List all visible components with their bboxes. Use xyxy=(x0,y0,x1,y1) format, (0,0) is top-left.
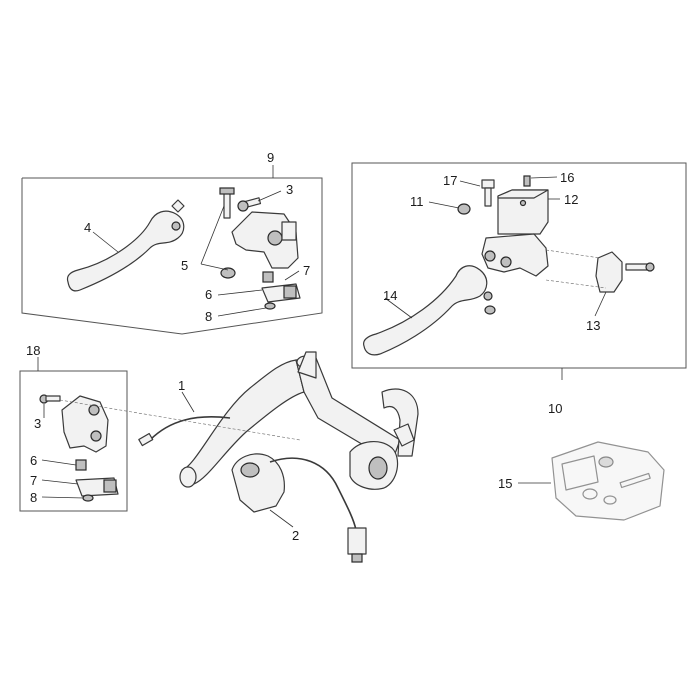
callout-2: 2 xyxy=(292,528,299,543)
callout-13: 13 xyxy=(586,318,600,333)
callout-10: 10 xyxy=(548,401,562,416)
callout-7b: 7 xyxy=(30,473,37,488)
switch-part-7a xyxy=(261,283,301,303)
switch-part-7b xyxy=(75,477,119,497)
detail-assembly-part-15 xyxy=(551,441,665,521)
callout-17: 17 xyxy=(443,173,457,188)
callout-6b: 6 xyxy=(30,453,37,468)
master-cylinder-part-12 xyxy=(481,189,549,277)
spring-part-6a xyxy=(262,271,274,283)
assembly-box-18 xyxy=(19,370,128,512)
brake-lever-part-14 xyxy=(363,265,496,356)
assembly-box-9 xyxy=(21,177,323,335)
screw-part-8a xyxy=(264,302,276,310)
callout-11: 11 xyxy=(410,194,424,209)
callout-7: 7 xyxy=(303,263,310,278)
callout-1: 1 xyxy=(178,378,185,393)
callout-3b: 3 xyxy=(34,416,41,431)
assembly-box-10 xyxy=(351,162,687,369)
switch-bracket xyxy=(61,395,109,453)
leader-lines xyxy=(37,165,607,528)
callout-15: 15 xyxy=(498,476,512,491)
switch-housing-part-2 xyxy=(231,453,285,513)
cable-part-1 xyxy=(138,416,367,563)
callout-8: 8 xyxy=(205,309,212,324)
screw-part-16 xyxy=(523,175,531,187)
callout-16: 16 xyxy=(560,170,574,185)
callout-3: 3 xyxy=(286,182,293,197)
bolt-part-3a xyxy=(237,197,262,212)
callout-6: 6 xyxy=(205,287,212,302)
pivot-pin-part-5 xyxy=(219,187,236,279)
bolt-part-17 xyxy=(481,179,495,207)
clamp-part-13 xyxy=(545,249,655,293)
callout-labels: 9 3 4 5 7 6 8 17 16 11 12 14 13 10 18 1 … xyxy=(26,150,600,543)
bolt-part-3b xyxy=(39,394,61,404)
lever-bracket xyxy=(231,211,299,269)
callout-5: 5 xyxy=(181,258,188,273)
screw-part-8b xyxy=(82,494,94,502)
nut-part-11 xyxy=(457,203,471,215)
callout-18: 18 xyxy=(26,343,40,358)
handlebar-frame xyxy=(179,351,419,490)
clutch-lever-part-4 xyxy=(66,199,185,292)
callout-4: 4 xyxy=(84,220,91,235)
spring-part-6b xyxy=(75,459,87,471)
callout-8b: 8 xyxy=(30,490,37,505)
callout-14: 14 xyxy=(383,288,397,303)
callout-12: 12 xyxy=(564,192,578,207)
callout-9: 9 xyxy=(267,150,274,165)
